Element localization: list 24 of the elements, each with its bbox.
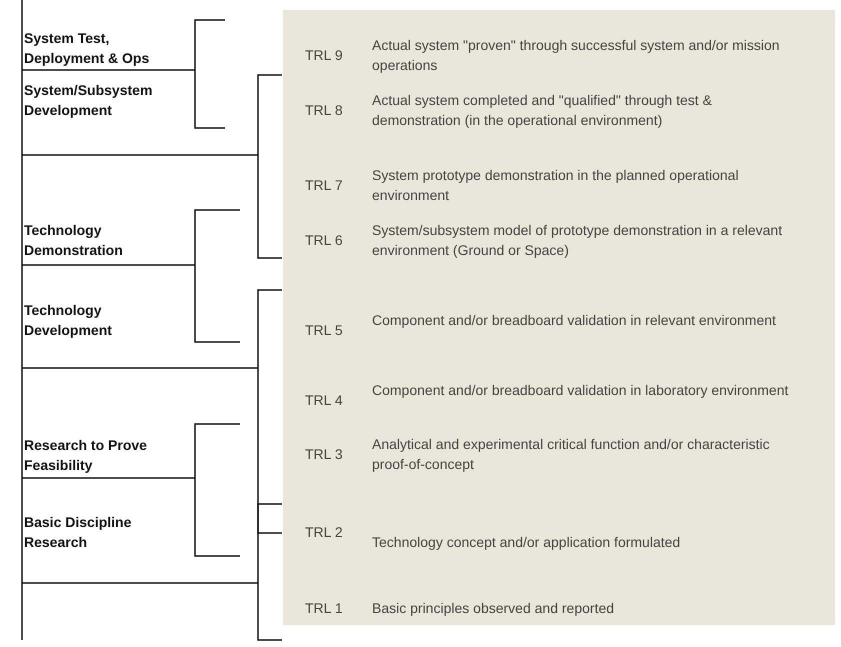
trl-level: TRL 9: [305, 46, 343, 65]
trl-level: TRL 6: [305, 231, 343, 250]
phase-label: Basic Discipline Research: [24, 513, 132, 552]
trl-level: TRL 3: [305, 445, 343, 464]
trl-level: TRL 2: [305, 523, 343, 542]
trl-description: Basic principles observed and reported: [372, 599, 616, 618]
phase-label: System Test, Deployment & Ops: [24, 29, 150, 68]
trl-level: TRL 1: [305, 599, 343, 618]
trl-level: TRL 8: [305, 101, 343, 120]
trl-description: Actual system "proven" through successful system and/or mission operations: [372, 36, 781, 75]
trl-description: Component and/or breadboard validation in relevant environment: [372, 311, 777, 330]
trl-description: Component and/or breadboard validation in laboratory environment: [372, 381, 790, 400]
trl-level: TRL 5: [305, 321, 343, 340]
trl-description: Actual system completed and "qualified" through test & demonstration (in the operational environment): [372, 91, 713, 130]
trl-description: Analytical and experimental critical function and/or characteristic proof-of-concept: [372, 435, 771, 474]
phase-label: Technology Development: [24, 301, 113, 340]
trl-description: Technology concept and/or application formulated: [372, 533, 682, 552]
trl-level: TRL 4: [305, 391, 343, 410]
trl-description: System/subsystem model of prototype demonstration in a relevant environment (Ground or Space): [372, 221, 784, 260]
trl-description: System prototype demonstration in the planned operational environment: [372, 166, 740, 205]
phase-label: System/Subsystem Development: [24, 81, 154, 120]
phase-label: Research to Prove Feasibility: [24, 436, 148, 475]
trl-level: TRL 7: [305, 176, 343, 195]
phase-label: Technology Demonstration: [24, 221, 124, 260]
